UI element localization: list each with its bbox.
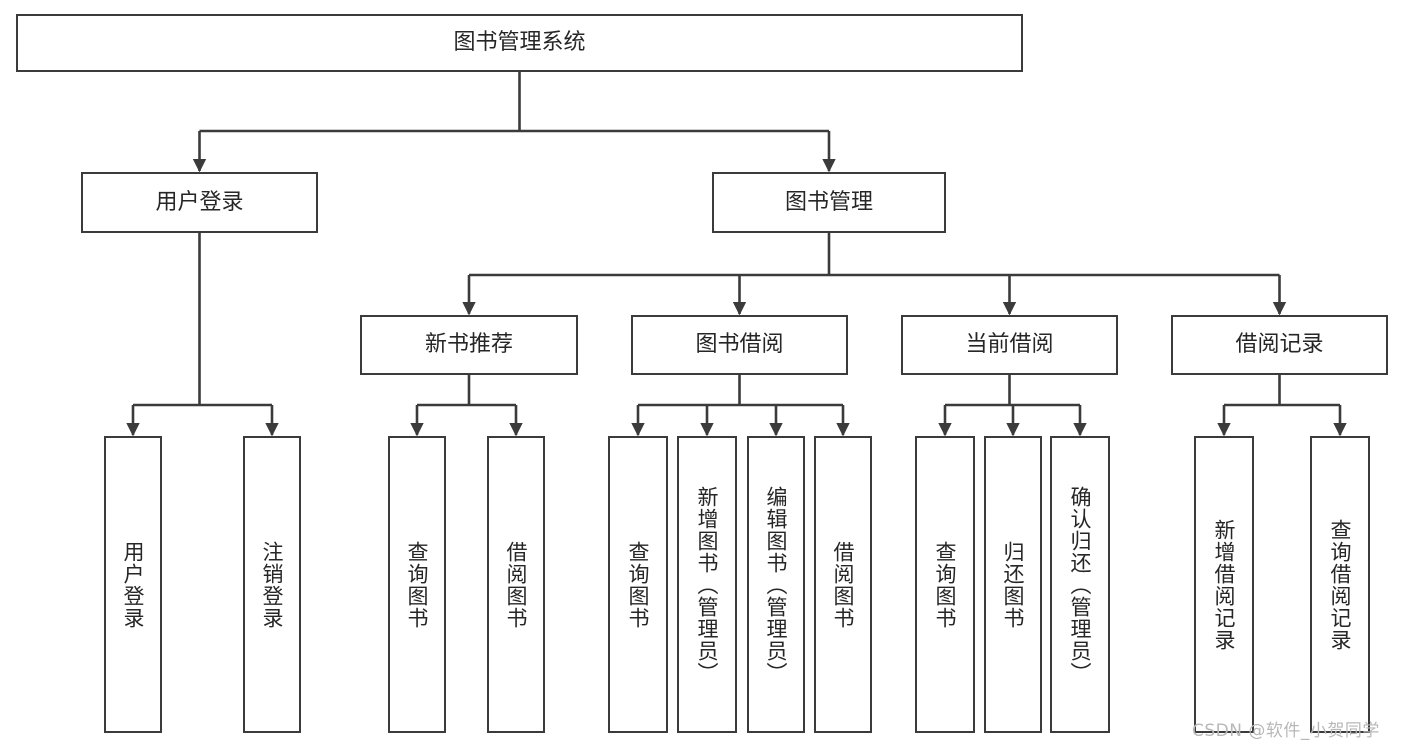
node-label: 新增图书（管理员） (695, 485, 720, 684)
node-label: 归还图书 (1001, 540, 1026, 629)
node-label: 新增借阅记录 (1212, 518, 1237, 651)
node-label: 借阅图书 (504, 540, 529, 629)
node-label: 当前借阅 (965, 332, 1054, 358)
node-leaf-user-login[interactable]: 用户登录 (104, 436, 162, 733)
node-leaf-book-borrow[interactable]: 借阅图书 (814, 436, 872, 733)
node-root[interactable]: 图书管理系统 (16, 14, 1023, 72)
node-user-login[interactable]: 用户登录 (81, 172, 318, 233)
node-leaf-borrow-query[interactable]: 查询图书 (608, 436, 668, 733)
node-label: 借阅记录 (1235, 332, 1324, 358)
node-book-manage[interactable]: 图书管理 (712, 172, 946, 233)
node-leaf-cur-confirm[interactable]: 确认归还（管理员） (1050, 436, 1110, 733)
node-leaf-rec-borrow[interactable]: 借阅图书 (487, 436, 545, 733)
node-leaf-rec-query[interactable]: 查询图书 (388, 436, 446, 733)
node-current-borrow[interactable]: 当前借阅 (901, 315, 1118, 375)
node-leaf-cur-return[interactable]: 归还图书 (984, 436, 1042, 733)
node-leaf-user-logout[interactable]: 注销登录 (243, 436, 301, 733)
node-label: 查询借阅记录 (1328, 518, 1353, 651)
node-leaf-book-add[interactable]: 新增图书（管理员） (677, 436, 737, 733)
node-label: 新书推荐 (424, 332, 513, 358)
node-label: 图书借阅 (695, 332, 784, 358)
node-leaf-cur-query[interactable]: 查询图书 (915, 436, 975, 733)
node-label: 注销登录 (260, 540, 285, 629)
node-label: 确认归还（管理员） (1068, 485, 1093, 684)
node-label: 图书管理 (784, 189, 873, 215)
node-borrow-record[interactable]: 借阅记录 (1171, 315, 1388, 375)
csdn-watermark: CSDN @软件_小贺同学 (1192, 721, 1380, 741)
node-leaf-rec-query2[interactable]: 查询借阅记录 (1310, 436, 1370, 733)
node-label: 用户登录 (121, 540, 146, 629)
node-new-book-rec[interactable]: 新书推荐 (360, 315, 578, 375)
node-label: 查询图书 (626, 540, 651, 629)
node-book-borrow[interactable]: 图书借阅 (631, 315, 848, 375)
node-label: 用户登录 (155, 189, 244, 215)
node-label: 图书管理系统 (453, 30, 586, 56)
node-leaf-rec-add[interactable]: 新增借阅记录 (1194, 436, 1254, 733)
node-label: 查询图书 (933, 540, 958, 629)
node-label: 编辑图书（管理员） (764, 485, 789, 684)
node-label: 查询图书 (405, 540, 430, 629)
node-label: 借阅图书 (831, 540, 856, 629)
node-leaf-book-edit[interactable]: 编辑图书（管理员） (747, 436, 805, 733)
